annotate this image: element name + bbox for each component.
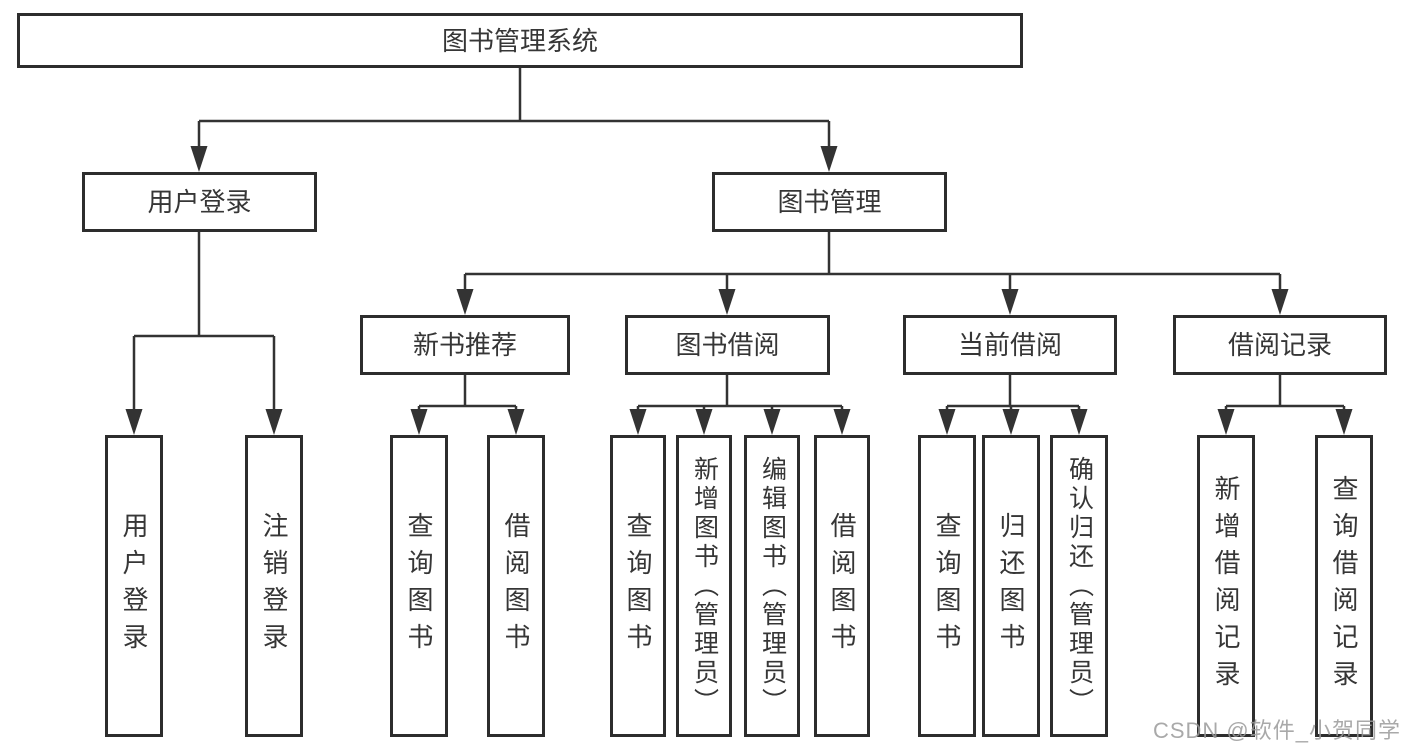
node-current-borrowing: 当前借阅	[903, 315, 1117, 375]
node-book-borrowing: 图书借阅	[625, 315, 830, 375]
connector-current-borrowing-to-leaves	[938, 375, 1088, 435]
leaf-return-books: 归还图书	[982, 435, 1040, 737]
leaf-confirm-return-admin: 确认归还（管理员）	[1050, 435, 1108, 737]
watermark-text: CSDN @软件_小贺同学	[1152, 718, 1401, 743]
connector-root-to-level2	[190, 68, 838, 172]
leaf-query-books-current: 查询图书	[918, 435, 976, 737]
connector-user-login-to-leaves	[125, 232, 283, 435]
leaf-query-books-borrow: 查询图书	[610, 435, 666, 737]
leaf-edit-books-admin: 编辑图书（管理员）	[744, 435, 800, 737]
connector-borrowing-records-to-leaves	[1217, 375, 1353, 435]
node-root: 图书管理系统	[17, 13, 1023, 68]
leaf-borrow-books-borrow: 借阅图书	[814, 435, 870, 737]
node-new-book-recommendation: 新书推荐	[360, 315, 570, 375]
node-borrowing-records: 借阅记录	[1173, 315, 1387, 375]
leaf-logout: 注销登录	[245, 435, 303, 737]
leaf-query-borrow-record: 查询借阅记录	[1315, 435, 1373, 737]
leaf-add-borrow-record: 新增借阅记录	[1197, 435, 1255, 737]
connector-new-book-to-leaves	[410, 375, 525, 435]
connector-book-management-to-level3	[456, 232, 1289, 315]
node-user-login: 用户登录	[82, 172, 317, 232]
connector-book-borrowing-to-leaves	[629, 375, 851, 435]
node-book-management: 图书管理	[712, 172, 947, 232]
leaf-add-books-admin: 新增图书（管理员）	[676, 435, 732, 737]
leaf-borrow-books-recommend: 借阅图书	[487, 435, 545, 737]
leaf-query-books-recommend: 查询图书	[390, 435, 448, 737]
leaf-user-login: 用户登录	[105, 435, 163, 737]
